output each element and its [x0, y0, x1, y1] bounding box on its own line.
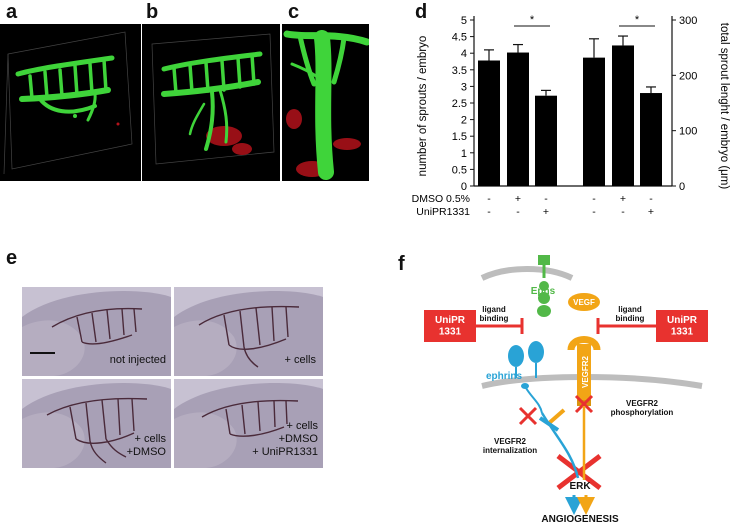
embryo-label-2: + cells — [284, 354, 317, 366]
condition-mark: - — [621, 206, 625, 218]
condition-mark: - — [516, 206, 520, 218]
condition-table: DMSO 0.5%-+--+-UniPR1331--+--+ — [412, 193, 654, 218]
vessel-render-a — [3, 31, 133, 175]
tick-label-left: 0.5 — [452, 164, 467, 176]
embryo-label-4: + cells+DMSO+ UniPR1331 — [252, 420, 318, 458]
vessel-render-c — [283, 30, 369, 180]
tick-label-left: 2 — [461, 115, 467, 127]
micrograph-a — [0, 24, 141, 181]
tick-label-left: 5 — [461, 15, 467, 27]
embryo-image-4 — [174, 379, 323, 468]
tick-label-right: 300 — [679, 15, 697, 27]
embryo-photo-1 — [21, 286, 172, 377]
significance-mark: * — [635, 14, 640, 26]
ephrins-ligand — [508, 341, 544, 414]
block-x-icon — [518, 394, 602, 490]
chart-axes: 0 0.5 1 1.5 2 2.5 3 3.5 4 4.5 5 0 100 200 300 — [452, 15, 698, 193]
tick-label-left: 3.5 — [452, 65, 467, 77]
tick-label-left: 2.5 — [452, 98, 467, 110]
condition-mark: + — [543, 206, 549, 218]
micrograph-c — [282, 24, 369, 181]
embryo-label-1: not injected — [109, 354, 166, 366]
condition-mark: - — [649, 193, 653, 205]
membrane-top — [480, 266, 574, 281]
ephs-receptor — [537, 255, 551, 317]
scale-bar — [30, 352, 55, 354]
embryo-label-3: + cells+DMSO — [126, 433, 166, 458]
condition-mark: - — [544, 193, 548, 205]
panel-label-d: d — [415, 1, 428, 23]
angiogenesis-label: ANGIOGENESIS — [541, 514, 619, 525]
vessel-render-b — [151, 33, 275, 165]
condition-name: DMSO 0.5% — [412, 193, 470, 205]
tick-label-right: 0 — [679, 181, 685, 193]
condition-mark: - — [592, 193, 596, 205]
unipr-box-left — [424, 310, 476, 342]
bar — [535, 95, 557, 186]
condition-mark: - — [592, 206, 596, 218]
unipr-box-right — [656, 310, 708, 342]
vegf-label: VEGF — [573, 298, 595, 307]
embryo-image-2 — [174, 287, 323, 376]
bar — [507, 52, 529, 187]
tick-label-left: 1.5 — [452, 131, 467, 143]
y-axis-label-left: number of sprouts / embryo — [417, 36, 429, 177]
ephrins-label: ephrins — [486, 371, 523, 382]
condition-mark: - — [487, 193, 491, 205]
panel-label-a: a — [6, 1, 18, 23]
embryo-photo-3 — [21, 378, 172, 469]
tick-label-right: 200 — [679, 70, 697, 82]
bar — [612, 45, 634, 186]
condition-mark: - — [487, 206, 491, 218]
panel-label-c: c — [288, 1, 300, 23]
tick-label-left: 4.5 — [452, 32, 467, 44]
embryo-photo-4 — [173, 378, 324, 469]
condition-mark: + — [648, 206, 654, 218]
bar — [583, 57, 605, 187]
embryo-photo-2 — [173, 286, 324, 377]
erk-label: ERK — [569, 481, 591, 492]
tick-label-right: 100 — [679, 126, 697, 138]
condition-name: UniPR1331 — [416, 206, 470, 218]
ephs-label: Ephs — [531, 286, 556, 297]
panel-label-e: e — [6, 247, 18, 269]
micrograph-b — [142, 24, 280, 181]
panel-label-b: b — [146, 1, 159, 23]
chart-bars: ** — [478, 14, 662, 187]
tick-label-left: 3 — [461, 81, 467, 93]
y-axis-label-right: total sprout lenght / embryo (μm) — [718, 23, 730, 190]
vegfr2-label: VEGFR2 — [581, 355, 590, 388]
embryo-image-1 — [22, 287, 171, 376]
bar — [478, 60, 500, 187]
panel-label-f: f — [398, 253, 405, 275]
bar — [640, 93, 662, 186]
condition-mark: + — [515, 193, 521, 205]
significance-mark: * — [530, 14, 535, 26]
condition-mark: + — [620, 193, 626, 205]
ephrin-signal-line — [540, 412, 580, 479]
vegf-ligand — [568, 293, 600, 311]
embryo-image-3 — [22, 379, 171, 468]
tick-label-left: 4 — [461, 48, 467, 60]
tick-label-left: 1 — [461, 148, 467, 160]
tick-label-left: 0 — [461, 181, 467, 193]
